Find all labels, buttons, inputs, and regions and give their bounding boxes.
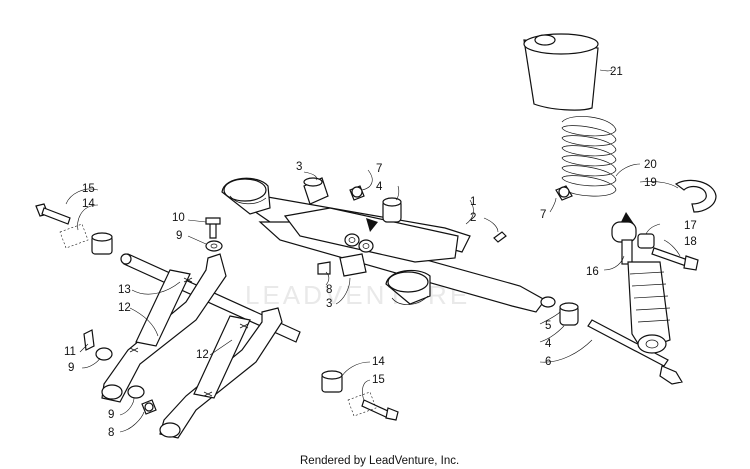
coil-spring[interactable] <box>561 116 617 197</box>
callout-14: 14 <box>372 356 385 368</box>
callout-3: 3 <box>296 161 302 173</box>
washer-top[interactable] <box>205 240 223 252</box>
callout-3: 3 <box>326 298 332 310</box>
callout-6: 6 <box>545 356 551 368</box>
pointer-arrow <box>366 218 378 232</box>
bushing-upper[interactable] <box>382 197 402 223</box>
callout-13: 13 <box>118 284 131 296</box>
bolt-left[interactable] <box>35 203 71 225</box>
bushing-left[interactable] <box>91 232 113 255</box>
callout-19: 19 <box>644 177 657 189</box>
bump-stop-boot[interactable] <box>523 33 599 111</box>
callout-2: 2 <box>470 212 476 224</box>
nut-center[interactable] <box>317 261 331 275</box>
callout-9: 9 <box>68 362 74 374</box>
callout-1: 1 <box>470 196 476 208</box>
callout-8: 8 <box>108 427 114 439</box>
shock-body[interactable] <box>611 221 671 354</box>
spring-retainer-clip[interactable] <box>674 179 717 213</box>
bolt-small-top[interactable] <box>205 217 221 239</box>
callout-18: 18 <box>684 236 697 248</box>
shock-bolt[interactable] <box>651 247 699 271</box>
callout-17: 17 <box>684 220 697 232</box>
callout-9: 9 <box>176 230 182 242</box>
swing-arm[interactable] <box>221 177 556 313</box>
washer-lower[interactable] <box>127 385 145 399</box>
callout-21: 21 <box>610 66 623 78</box>
callout-7: 7 <box>376 163 382 175</box>
callout-16: 16 <box>586 266 599 278</box>
washer-left[interactable] <box>95 347 113 361</box>
link-bar-right[interactable] <box>193 315 251 399</box>
callout-7: 7 <box>540 209 546 221</box>
callout-10: 10 <box>172 212 185 224</box>
callout-4: 4 <box>376 181 383 193</box>
leader-lines <box>65 69 681 433</box>
spacer-upper[interactable] <box>303 177 329 205</box>
bolt-right[interactable] <box>361 399 399 421</box>
callouts: 15 14 13 12 10 9 11 9 9 8 12 14 15 3 7 4… <box>64 66 697 439</box>
shock-nut[interactable] <box>555 185 573 201</box>
shock-spacer[interactable] <box>637 233 655 249</box>
nut-upper[interactable] <box>349 185 365 201</box>
callout-8: 8 <box>326 284 332 296</box>
alignment-marker <box>59 223 89 249</box>
credit-text: Rendered by LeadVenture, Inc. <box>300 455 459 467</box>
callout-20: 20 <box>644 159 657 171</box>
callout-12: 12 <box>196 349 209 361</box>
bolt-small-left[interactable] <box>83 329 95 351</box>
nut-lower[interactable] <box>141 399 157 415</box>
bushing-right[interactable] <box>321 370 343 393</box>
spacer-lower[interactable] <box>339 253 367 277</box>
callout-5: 5 <box>545 320 551 332</box>
callout-12: 12 <box>118 302 131 314</box>
long-bolt[interactable] <box>587 319 683 385</box>
hatch-marks <box>129 277 249 397</box>
pointer-arrow-shock <box>620 212 634 224</box>
callout-15: 15 <box>372 374 385 386</box>
link-bar-left[interactable] <box>135 269 191 347</box>
callout-11: 11 <box>64 346 76 358</box>
callout-15: 15 <box>82 183 95 195</box>
callout-4: 4 <box>545 338 552 350</box>
callout-9: 9 <box>108 409 114 421</box>
callout-14: 14 <box>82 198 95 210</box>
alignment-marker-2 <box>347 391 377 417</box>
bushing-lower[interactable] <box>559 302 579 326</box>
